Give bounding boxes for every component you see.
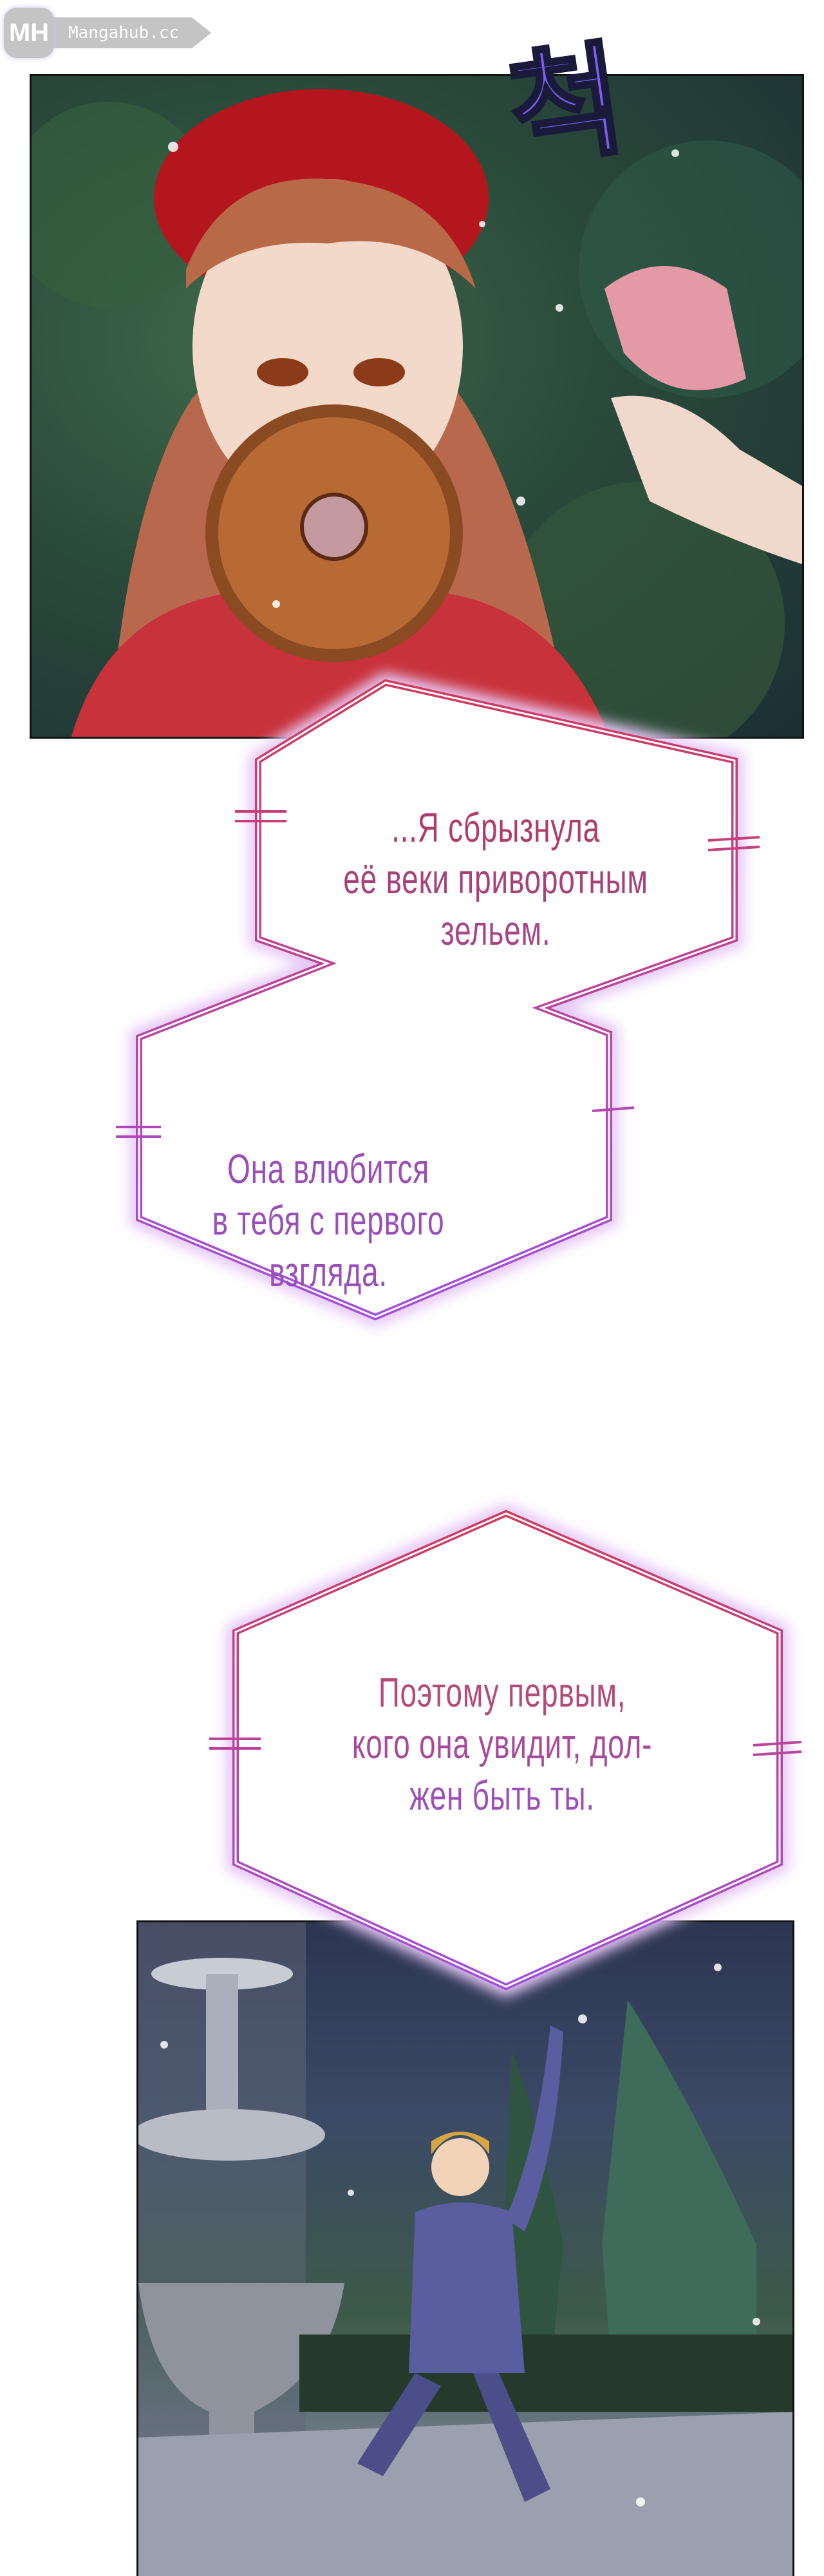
sound-effect-text: 척: [499, 26, 634, 186]
mangahub-logo-icon: MH: [4, 8, 54, 58]
bubble-3-line-1: Поэтому первым,: [378, 1669, 626, 1716]
bubble-1-line-1: ...Я сбрызнула: [391, 804, 600, 851]
panel-2-illustration: [138, 1922, 792, 2576]
comic-panel-girl-with-megaphone: [30, 74, 804, 739]
speech-bubble-3-text: Поэтому первым, кого она увидит, дол- же…: [344, 1667, 660, 1821]
bubble-2-line-2: в тебя с первого: [212, 1197, 445, 1244]
bubble-1-line-2: её веки приворотным: [343, 856, 648, 902]
panel-1-illustration: [32, 89, 802, 737]
speech-bubble-1-text: ...Я сбрызнула её веки приворотным зелье…: [333, 802, 658, 956]
site-watermark[interactable]: MH Mangahub.cc: [4, 6, 212, 59]
comic-panel-man-posing-in-garden: [136, 1920, 794, 2576]
bubble-3-line-3: жен быть ты.: [409, 1772, 595, 1819]
speech-bubble-2-text: Она влюбится в тебя с первого взгляда.: [208, 1143, 449, 1298]
bubble-2-line-1: Она влюбится: [227, 1146, 429, 1192]
bubble-3-line-2: кого она увидит, дол-: [351, 1721, 653, 1767]
watermark-site-label: Mangahub.cc: [49, 17, 212, 48]
bubble-1-line-3: зельем.: [440, 907, 551, 954]
bubble-2-line-3: взгляда.: [269, 1249, 388, 1295]
